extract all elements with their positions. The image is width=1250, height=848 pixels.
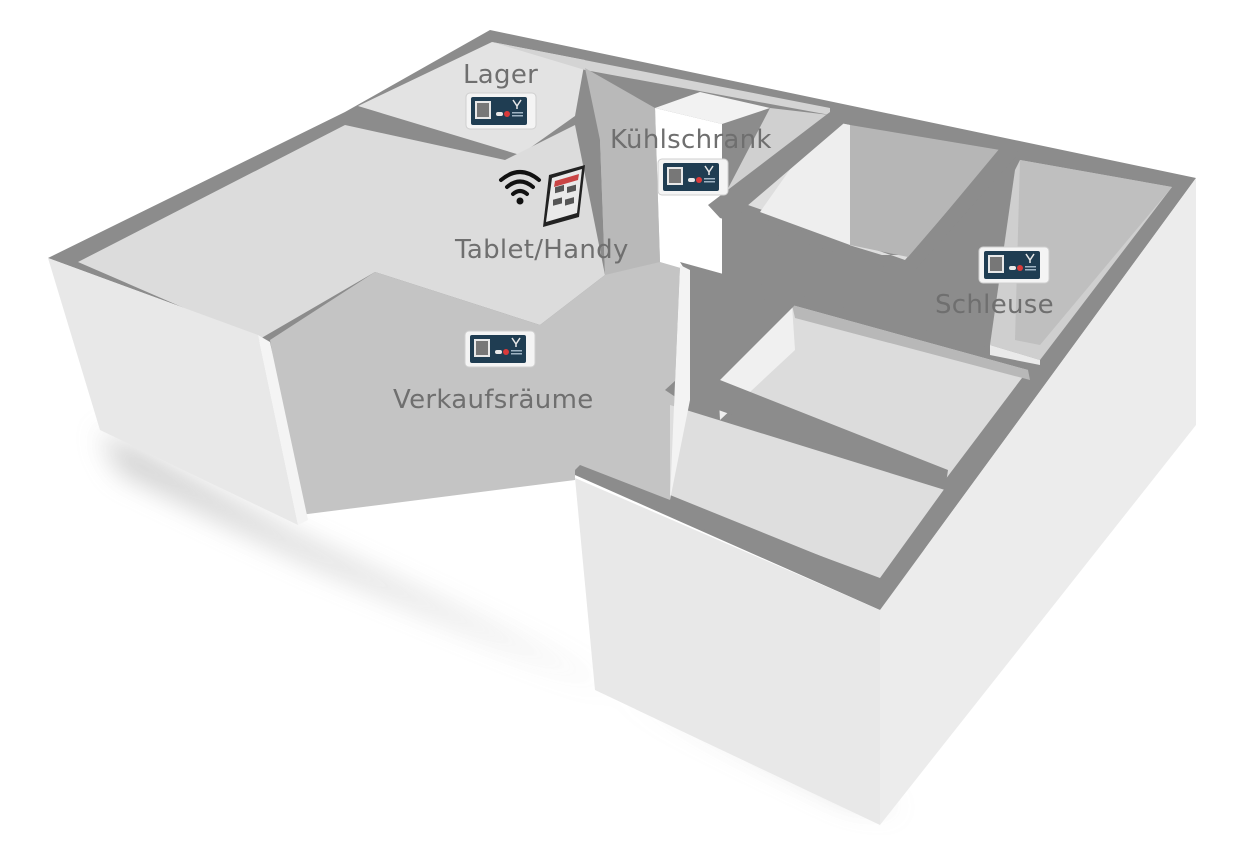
floor-room-bottom <box>670 405 945 580</box>
label-lager: Lager <box>463 60 539 90</box>
wall-small-room-a-back <box>850 125 1000 257</box>
wall-lager-back <box>492 42 830 115</box>
wall-room-left-face <box>670 265 690 500</box>
wall-front-left <box>48 258 298 525</box>
wall-top-bottom <box>575 465 960 610</box>
wall-schleuse-back <box>1015 160 1172 345</box>
sensor-device-icon <box>464 330 536 368</box>
wall-front-left-edge <box>258 335 308 525</box>
sensor-device-icon <box>978 246 1050 284</box>
fridge-back-area <box>585 68 660 275</box>
wall-front-center <box>575 478 880 825</box>
wall-room-mid-back <box>792 305 1030 380</box>
fridge-block-top <box>655 92 770 124</box>
sensor-device-icon <box>657 158 729 196</box>
wall-front-right <box>880 178 1196 825</box>
sensor-device-icon <box>465 92 537 130</box>
wall-right-face-schleuse <box>990 345 1040 365</box>
label-schleuse: Schleuse <box>935 290 1054 320</box>
wall-top-sep-1 <box>708 112 912 275</box>
wall-top-sep-2 <box>905 148 1020 270</box>
label-verkaufsraeume: Verkaufsräume <box>393 385 594 415</box>
label-tablet: Tablet/Handy <box>455 235 629 265</box>
wifi-icon <box>499 170 541 205</box>
wall-top-sep-3 <box>680 262 1040 375</box>
wall-top-mid <box>665 290 948 490</box>
floor-main-left <box>78 125 605 340</box>
wall-small-room-a-left <box>760 120 850 245</box>
tablet-icon <box>543 165 585 227</box>
label-kuehlschrank: Kühlschrank <box>610 125 772 155</box>
floor-sales <box>270 110 680 515</box>
